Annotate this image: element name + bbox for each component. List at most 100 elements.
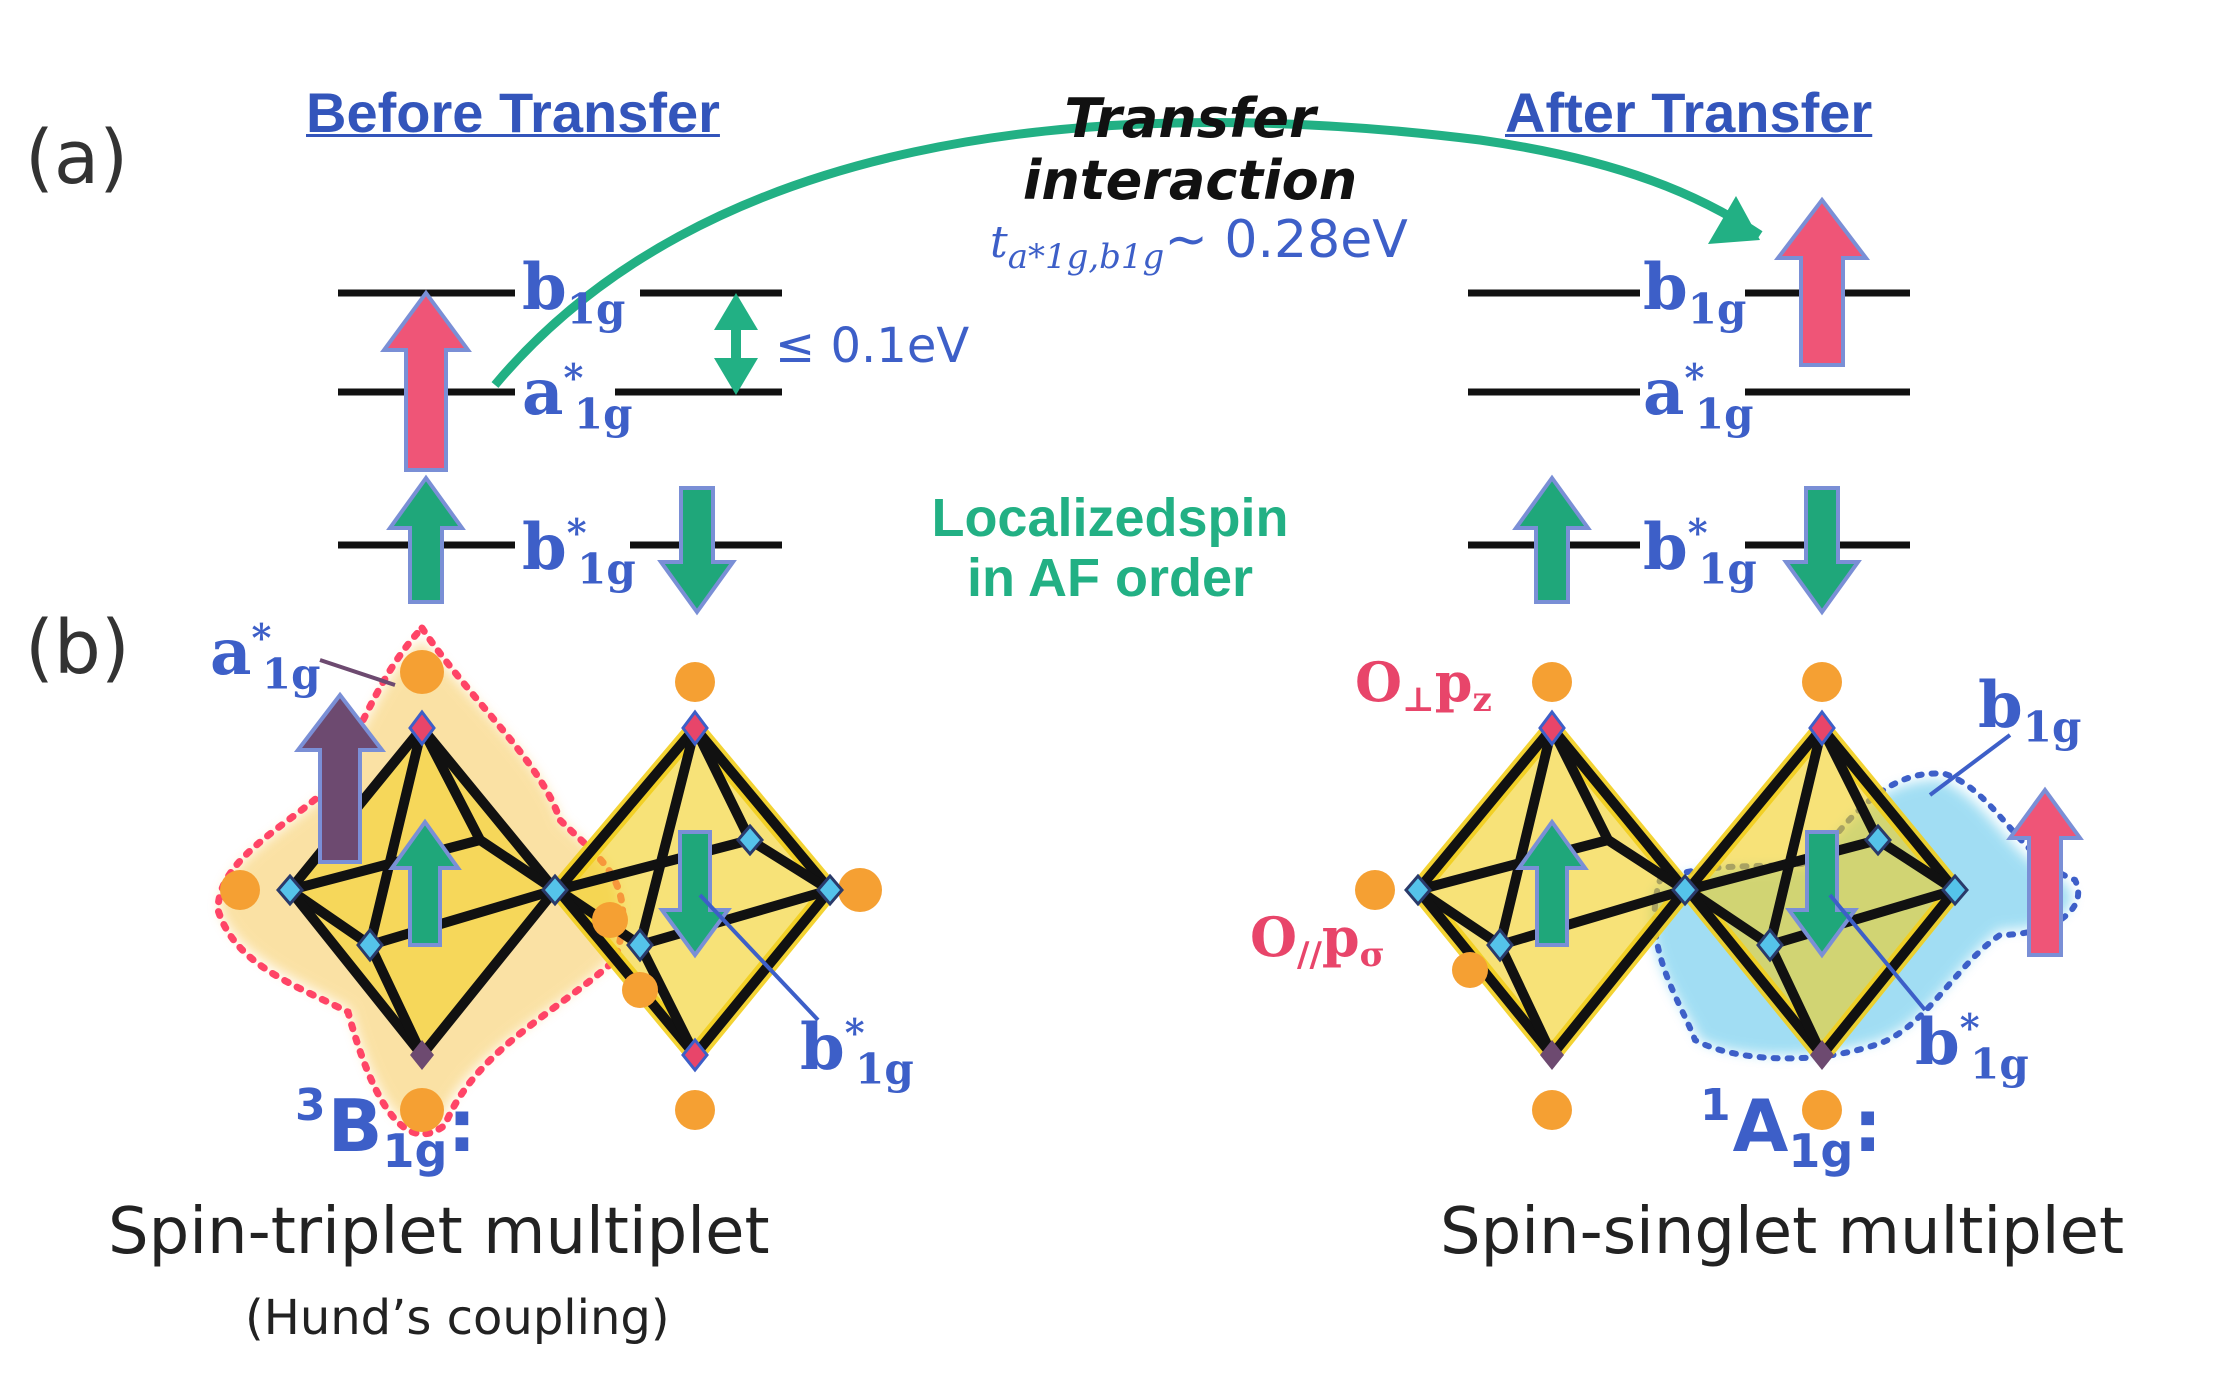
localized-spin-line2: in AF order [966,548,1253,608]
o-par-main: O [1250,905,1298,969]
b1g-main: b [522,250,567,325]
after-b1gstar-sub: 1g [1698,544,1757,594]
o-perp-p: p [1434,650,1473,714]
singlet-b1g-spin-arrow [2006,786,2084,957]
o-perp-mid: ⊥ [1402,680,1435,721]
after-a1g-main: a [1643,355,1685,430]
b1gstar-main: b [522,510,567,585]
panel-label-a: (a) [25,115,129,201]
before-green-up-arrow [386,474,466,604]
o-par-psigma-label: O//pσ [1250,905,1385,975]
oct-after-b1g-main: b [1978,668,2023,743]
after-b1gstar-main: b [1643,510,1688,585]
before-b1g-star-pointer [698,893,820,1022]
after-b1g-sub: 1g [1687,284,1747,334]
transfer-t-symbol: t [990,217,1008,268]
triplet-sup: 3 [295,1080,326,1131]
o-par-sub: σ [1359,935,1385,976]
a1g-sub: 1g [573,389,633,439]
after-b1g-main: b [1643,250,1688,325]
triplet-total-spin-arrow [293,691,387,864]
after-b1g-star-label: b*1g [1643,510,1757,594]
after-green-up-arrow [1512,474,1592,604]
singlet-multiplet-caption: Spin-singlet multiplet [1440,1195,2125,1269]
oct-after-b1gstar-main: b [1915,1005,1960,1080]
triplet-sub: 1g [382,1123,448,1178]
before-atom-sites [276,709,844,1073]
energy-gap-label: ≤ 0.1eV [775,318,970,374]
after-octahedra [1355,662,2084,1130]
heading-before-transfer: Before Transfer [306,81,720,144]
oct-before-b1gstar-sup: * [844,1010,865,1056]
energy-gap-arrow [714,293,758,395]
after-b1g-pointer [1928,733,2012,797]
after-b1g-star-pointer [1828,893,1927,1012]
localized-spin-label: Localizedspin in AF order [890,488,1330,608]
heading-after-transfer: After Transfer [1505,81,1873,144]
after-atom-sites [1404,709,1969,1070]
octahedron-before-b1g-star-label: b*1g [800,1010,914,1094]
singlet-colon: : [1853,1083,1883,1168]
octahedron-after-b1g-star-label: b*1g [1915,1005,2029,1089]
octahedron-after-b1g-label: b1g [1978,668,2081,752]
after-b1g-label: b1g [1643,250,1746,334]
b1gstar-sup: * [566,510,587,556]
after-green-down-arrow [1782,486,1862,616]
before-a1g-star-label: a*1g [522,355,632,439]
oct-after-b1gstar-sub: 1g [1970,1039,2029,1089]
after-oxygen-orbitals [1355,662,1842,1130]
o-perp-sub: z [1472,680,1492,721]
before-b1g-label: b1g [522,250,625,334]
singlet-main: A [1732,1083,1789,1168]
triplet-colon: : [447,1083,477,1168]
oct-a1g-main: a [210,615,252,690]
transfer-curve [491,118,1763,388]
localized-spin-line1: Localizedspin [931,488,1289,548]
oct-a1g-sub: 1g [261,649,321,699]
a1g-star-pointer [319,658,396,687]
transfer-title-line2: interaction [1022,149,1358,212]
singlet-sub: 1g [1788,1123,1854,1178]
o-par-mid: // [1297,935,1322,976]
hunds-coupling-caption: (Hund’s coupling) [245,1290,670,1346]
triplet-multiplet-caption: Spin-triplet multiplet [108,1195,770,1269]
oct-before-b1gstar-sub: 1g [855,1044,914,1094]
singlet-sup: 1 [1700,1080,1731,1131]
panel-label-b: (b) [25,605,130,691]
before-green-down-arrow [657,486,737,616]
after-a1g-sup: * [1684,355,1705,401]
after-b1gstar-sup: * [1687,510,1708,556]
o-perp-main: O [1355,650,1403,714]
singlet-state-label: 1A1g: [1700,1080,1882,1178]
a1g-sup: * [563,355,584,401]
before-red-spin-arrow [380,289,472,472]
oct-after-b1g-sub: 1g [2022,702,2082,752]
after-left-octahedron [1409,719,1694,1064]
after-red-spin-arrow [1773,196,1871,367]
b1gstar-sub: 1g [577,544,636,594]
o-par-p: p [1321,905,1360,969]
transfer-interaction-title: Transfer interaction [1020,88,1360,212]
after-right-site-spin-arrow [1785,830,1859,959]
transfer-title-line1: Transfer [1064,87,1316,150]
a1g-main: a [522,355,564,430]
octahedron-a1g-star-label: a*1g [210,615,320,699]
oct-after-b1gstar-sup: * [1959,1005,1980,1051]
before-b1g-star-label: b*1g [522,510,636,594]
oct-before-b1gstar-main: b [800,1010,845,1085]
before-octahedra [214,622,882,1138]
b1g-sub: 1g [566,284,626,334]
after-a1g-sub: 1g [1694,389,1754,439]
oct-a1g-sup: * [251,615,272,661]
transfer-integral: ta*1g,b1g~ 0.28eV [990,210,1408,279]
transfer-t-subscript: a*1g,b1g [1007,237,1165,278]
triplet-main: B [327,1083,383,1168]
before-right-site-spin-arrow [658,830,732,959]
transfer-curve-arrowhead [1708,196,1760,244]
transfer-t-value: ~ 0.28eV [1164,210,1408,270]
after-left-site-spin-arrow [1515,818,1589,947]
before-oxygen-orbitals [220,650,882,1132]
before-left-site-spin-arrow [388,818,462,947]
